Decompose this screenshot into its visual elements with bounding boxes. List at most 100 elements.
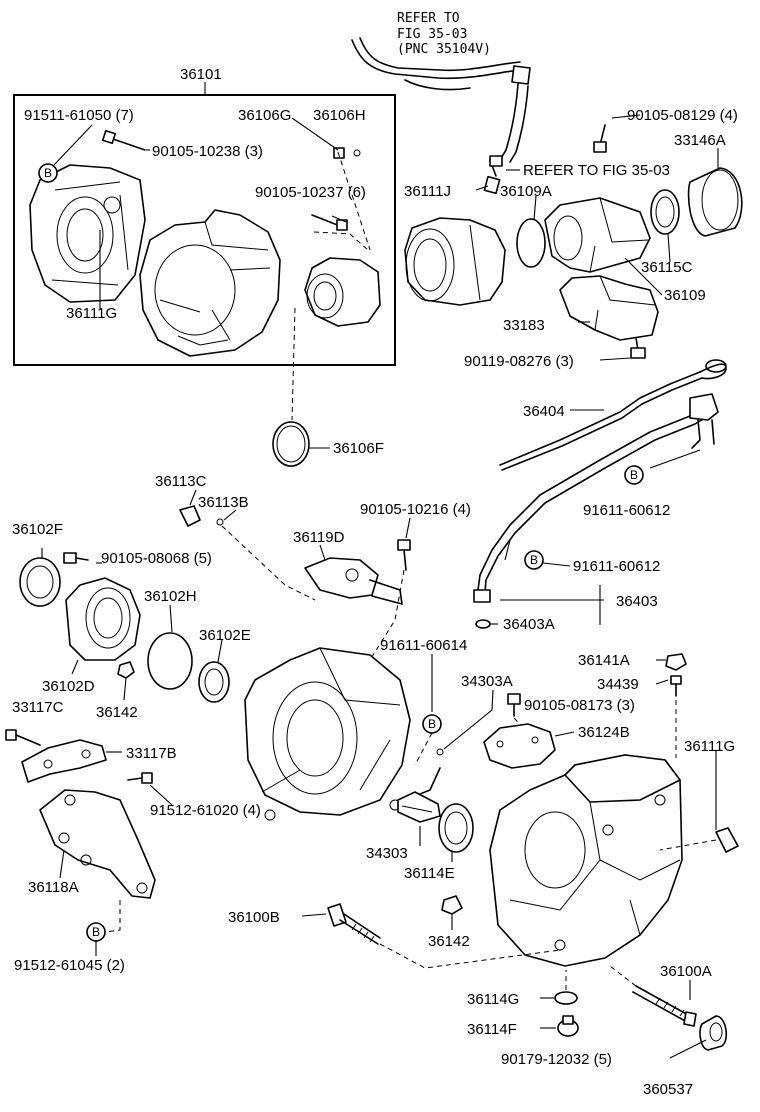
label-36111G-right: 36111G: [684, 738, 735, 755]
label-36118A: 36118A: [28, 879, 79, 896]
housing-36109: [544, 197, 651, 273]
refer-note-mid: REFER TO FIG 35-03: [523, 162, 670, 179]
label-36114G: 36114G: [467, 991, 519, 1008]
label-90105-08129: 90105-08129 (4): [627, 107, 738, 124]
plug-36106G: [333, 147, 345, 159]
label-91512-61045: 91512-61045 (2): [14, 957, 125, 974]
gasket-36113B: [216, 518, 224, 526]
spacer-90179-12032: [699, 1015, 728, 1051]
label-36102D: 36102D: [42, 678, 95, 695]
bolt-33117C: [5, 729, 41, 746]
label-36100A: 36100A: [660, 963, 712, 980]
label-33146A: 33146A: [674, 132, 726, 149]
label-36100B: 36100B: [228, 909, 280, 926]
o-ring-36106F: [272, 421, 310, 467]
seal-36102E: [198, 661, 230, 703]
label-36101: 36101: [180, 66, 222, 83]
label-36142-a: 36142: [96, 704, 138, 721]
nut-36142-a: [117, 661, 135, 679]
label-91611-60612-a: 91611-60612: [583, 502, 670, 519]
label-36119D: 36119D: [293, 529, 345, 546]
label-90119-08276: 90119-08276 (3): [464, 353, 574, 370]
gasket-36114G: [554, 991, 578, 1005]
bolt-90105-10237: [311, 214, 348, 231]
seal-36114E: [438, 803, 474, 853]
extension-housing-box: [304, 257, 381, 327]
refer-note-line-3: (PNC 35104V): [397, 42, 491, 57]
label-33117B: 33117B: [126, 745, 177, 762]
label-36111J: 36111J: [404, 183, 451, 200]
diagram-id: 360537: [643, 1081, 693, 1098]
plug-36114F: [557, 1015, 579, 1037]
label-36124B: 36124B: [578, 724, 630, 741]
marker-b-4: B: [92, 925, 100, 939]
label-90105-08173: 90105-08173 (3): [524, 697, 635, 714]
stay-33117B: [21, 739, 107, 783]
bolt-36100A: [632, 985, 697, 1027]
label-33117C: 33117C: [12, 699, 64, 716]
label-36111G-top: 36111G: [66, 305, 117, 322]
label-91611-60612-b: 91611-60612: [573, 558, 660, 575]
sensor-36119D: [304, 557, 403, 605]
label-33183: 33183: [503, 317, 545, 334]
breather-plug-36109A: [483, 155, 503, 195]
bolt-91512-61020: [127, 772, 153, 784]
washer-36106H: [353, 149, 361, 157]
label-36142-b: 36142: [428, 933, 470, 950]
label-90105-08068: 90105-08068 (5): [101, 550, 212, 567]
transaxle-case-center: [244, 647, 411, 821]
label-36113B: 36113B: [198, 494, 249, 511]
bolt-36100B: [327, 903, 381, 945]
label-91511-61050: 91511-61050 (7): [24, 107, 134, 124]
plug-36113C: [179, 505, 201, 527]
label-36114F: 36114F: [467, 1021, 517, 1038]
label-91512-61020: 91512-61020 (4): [150, 802, 261, 819]
o-ring-36102H: [147, 632, 193, 690]
label-34303A: 34303A: [461, 673, 513, 690]
mount-33183: [559, 275, 659, 341]
marker-b-5: B: [428, 717, 436, 731]
gasket-36403A: [475, 619, 491, 629]
label-36115C: 36115C: [641, 259, 693, 276]
label-90105-10238: 90105-10238 (3): [152, 143, 263, 160]
label-36109: 36109: [664, 287, 706, 304]
refer-note-line-2: FIG 35-03: [397, 27, 467, 42]
marker-b-3: B: [530, 553, 538, 567]
label-90179-12032: 90179-12032 (5): [501, 1051, 612, 1068]
leader-91511: [53, 124, 93, 166]
extension-36102D: [65, 577, 141, 661]
pin-36111G-right: [715, 827, 739, 853]
label-36403: 36403: [616, 593, 658, 610]
transaxle-case-right: [489, 754, 683, 967]
bolt-90105-08173: [507, 693, 521, 717]
marker-b-circle-1: [38, 163, 58, 183]
label-36106G: 36106G: [238, 107, 291, 124]
label-90105-10237: 90105-10237 (6): [255, 184, 366, 201]
bolt-90105-08129: [593, 124, 607, 153]
refer-note-line-1: REFER TO: [397, 11, 460, 26]
label-36114E: 36114E: [404, 865, 455, 882]
label-36109A: 36109A: [500, 183, 552, 200]
ring-34303A: [436, 748, 444, 756]
marker-b-circle-2: [624, 465, 644, 485]
oil-gauge-36404: [499, 359, 727, 471]
o-ring-36109A: [516, 218, 546, 268]
bolt-34439: [670, 675, 682, 697]
shaft-34303: [397, 767, 441, 823]
bolt-90119-08276: [630, 337, 646, 359]
label-36106F: 36106F: [333, 440, 384, 457]
seal-36115C: [650, 189, 680, 235]
marker-b-1: B: [44, 166, 52, 180]
nut-36141A: [665, 653, 687, 671]
marker-b-2: B: [630, 468, 638, 482]
marker-b-circle-3: [524, 550, 544, 570]
label-36102E: 36102E: [199, 627, 251, 644]
label-90105-10216: 90105-10216 (4): [360, 501, 471, 518]
transaxle-case-box: [139, 209, 281, 357]
label-36404: 36404: [523, 403, 565, 420]
adapter-36111J: [404, 217, 506, 306]
nut-36142-b: [441, 895, 463, 915]
bolt-90105-10216: [397, 539, 411, 571]
sleeve-33146A: [687, 167, 743, 237]
label-91611-60614: 91611-60614: [380, 637, 467, 654]
